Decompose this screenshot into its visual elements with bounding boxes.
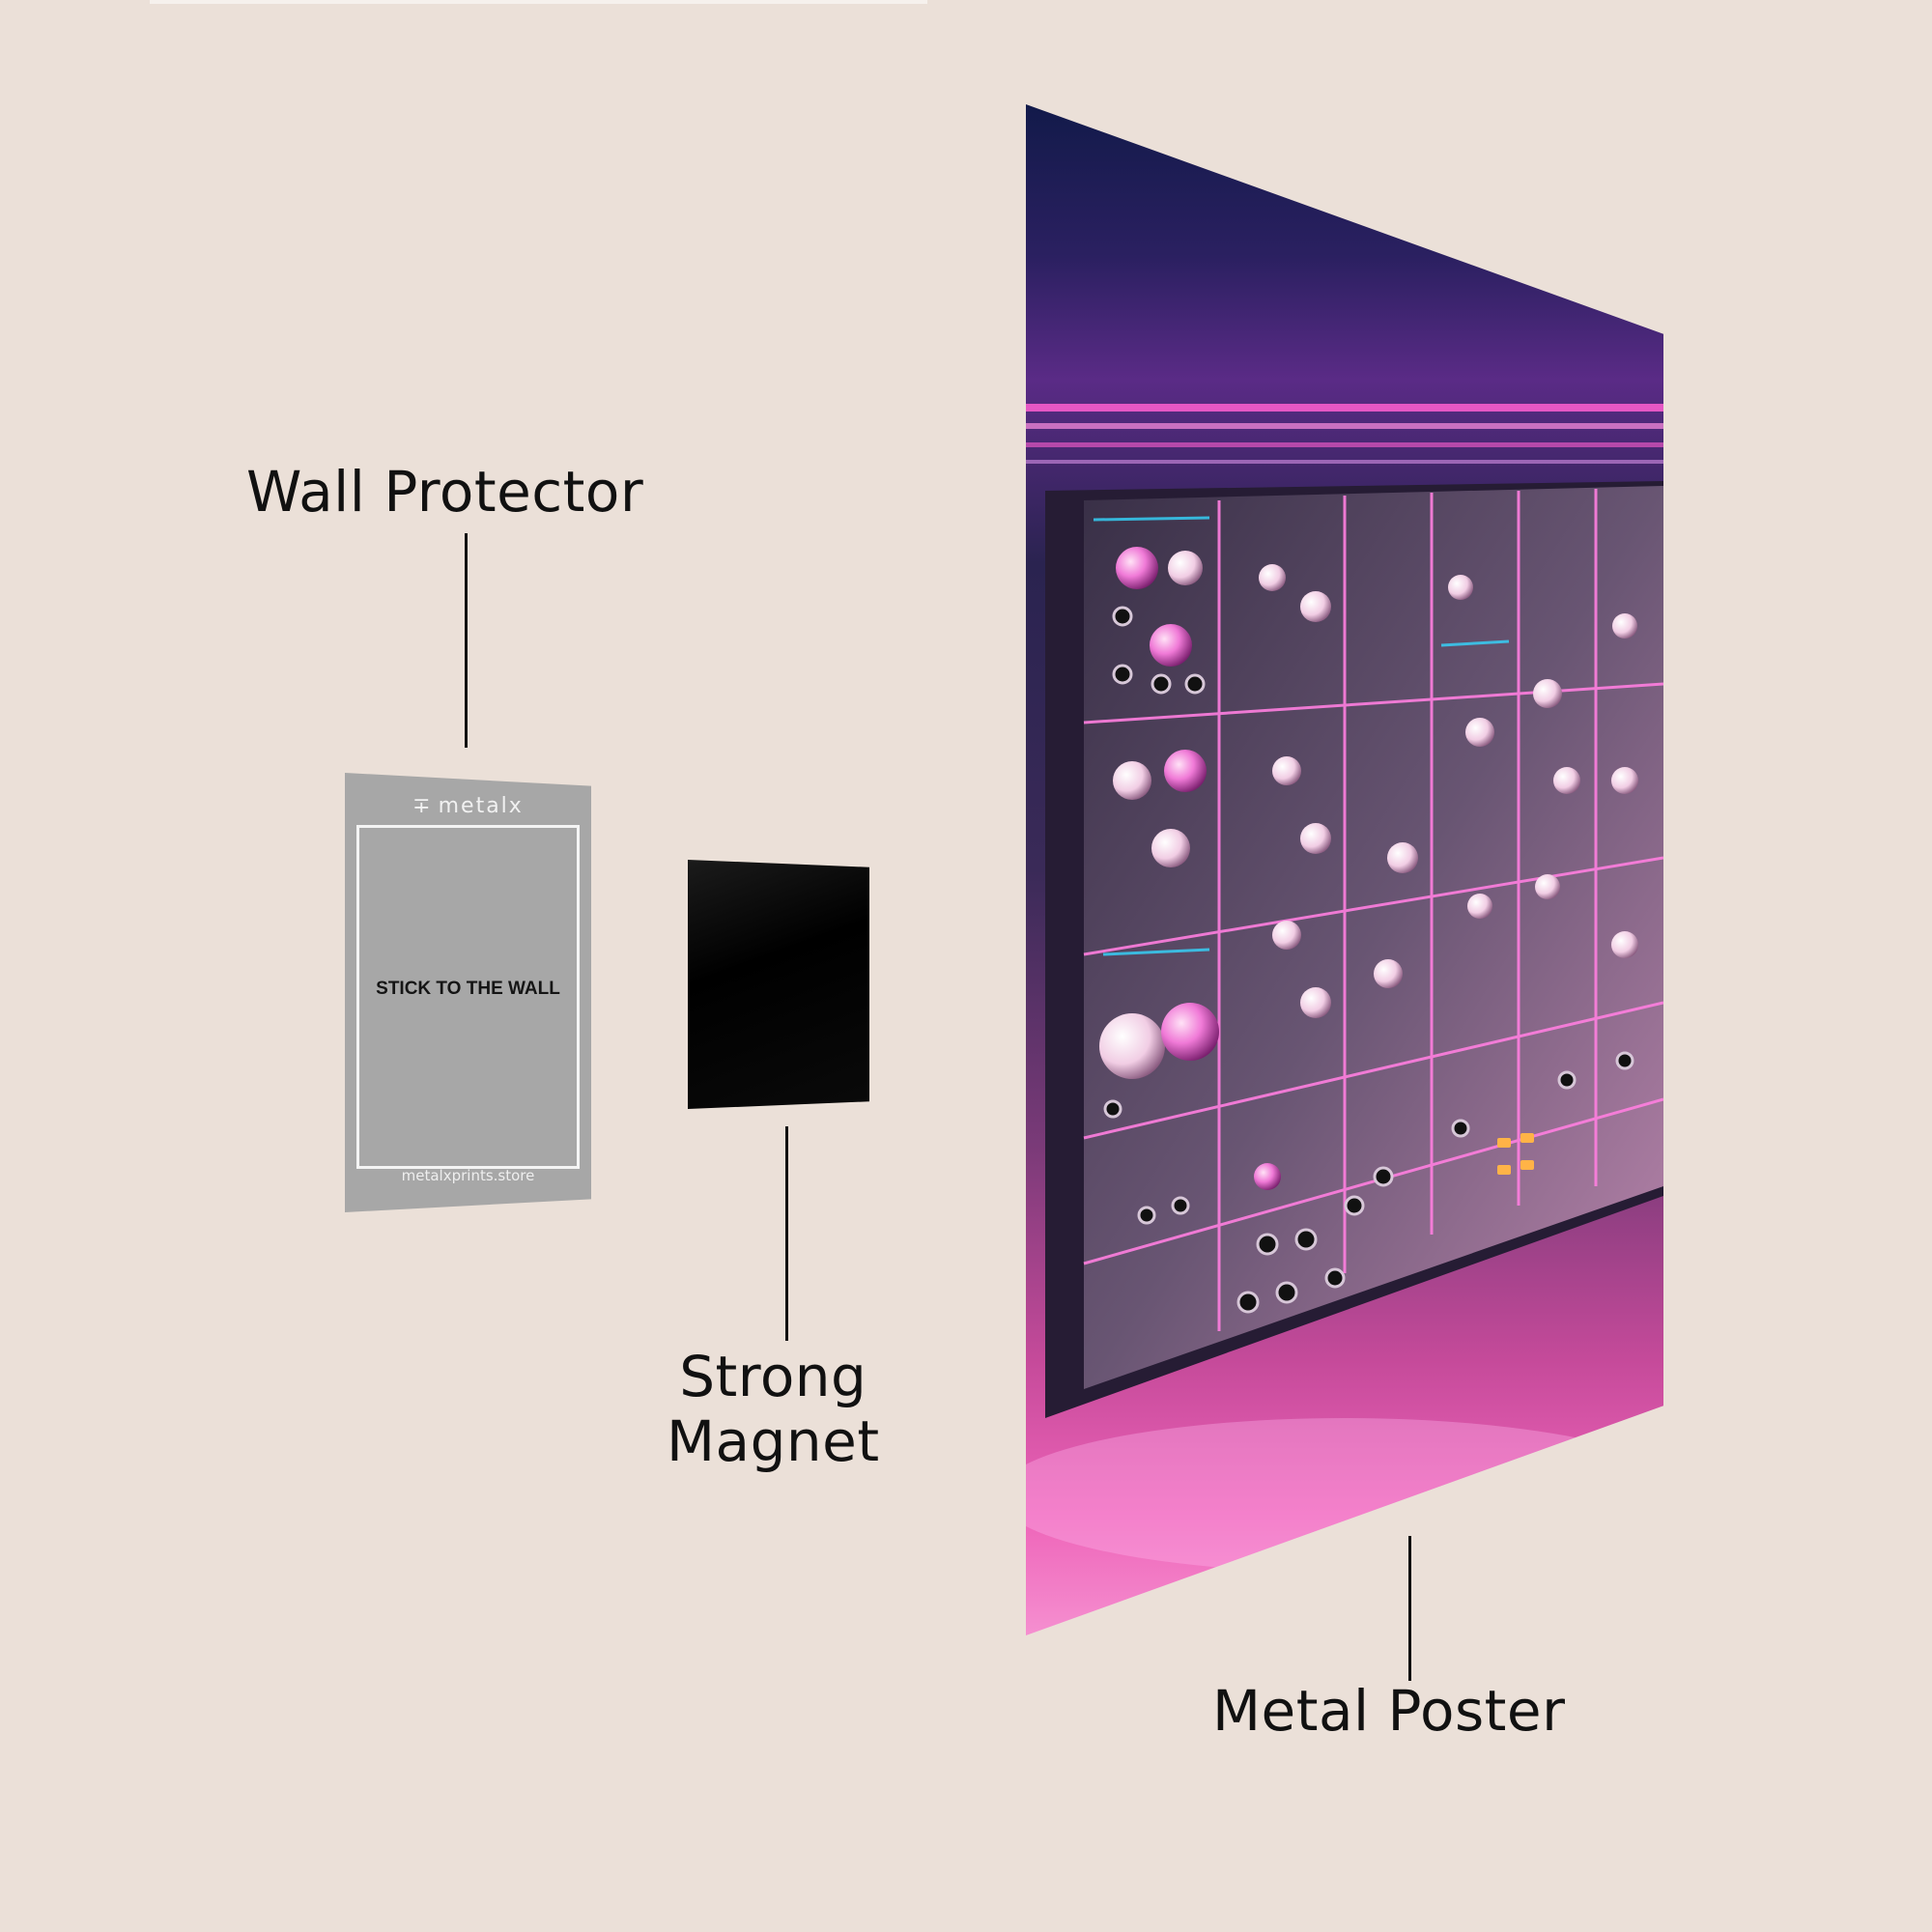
top-edge-strip xyxy=(150,0,927,4)
wall-protector-label: Wall Protector xyxy=(246,459,644,525)
wall-protector-card: ∓metalx STICK TO THE WALL metalxprints.s… xyxy=(345,773,591,1212)
strong-magnet-leader-line xyxy=(785,1126,788,1341)
strong-magnet-label-line1: Strong xyxy=(679,1344,867,1409)
strong-magnet-label-line2: Magnet xyxy=(667,1407,880,1474)
stick-to-wall-text: STICK TO THE WALL xyxy=(376,979,560,999)
wall-protector-leader-line xyxy=(465,533,468,748)
metalx-logo-text: metalx xyxy=(438,794,524,818)
metal-poster-leader-line xyxy=(1408,1536,1411,1681)
strong-magnet xyxy=(688,860,869,1109)
metal-poster xyxy=(1026,104,1663,1635)
protector-frame xyxy=(356,825,580,1169)
metalx-logo-icon: ∓ xyxy=(412,794,433,818)
strong-magnet-label: Strong Magnet xyxy=(667,1345,880,1473)
protector-url: metalxprints.store xyxy=(401,1167,535,1184)
metalx-logo: ∓metalx xyxy=(345,794,591,818)
synthesizer-artwork xyxy=(1026,404,1663,1573)
metal-poster-label: Metal Poster xyxy=(1212,1678,1566,1744)
